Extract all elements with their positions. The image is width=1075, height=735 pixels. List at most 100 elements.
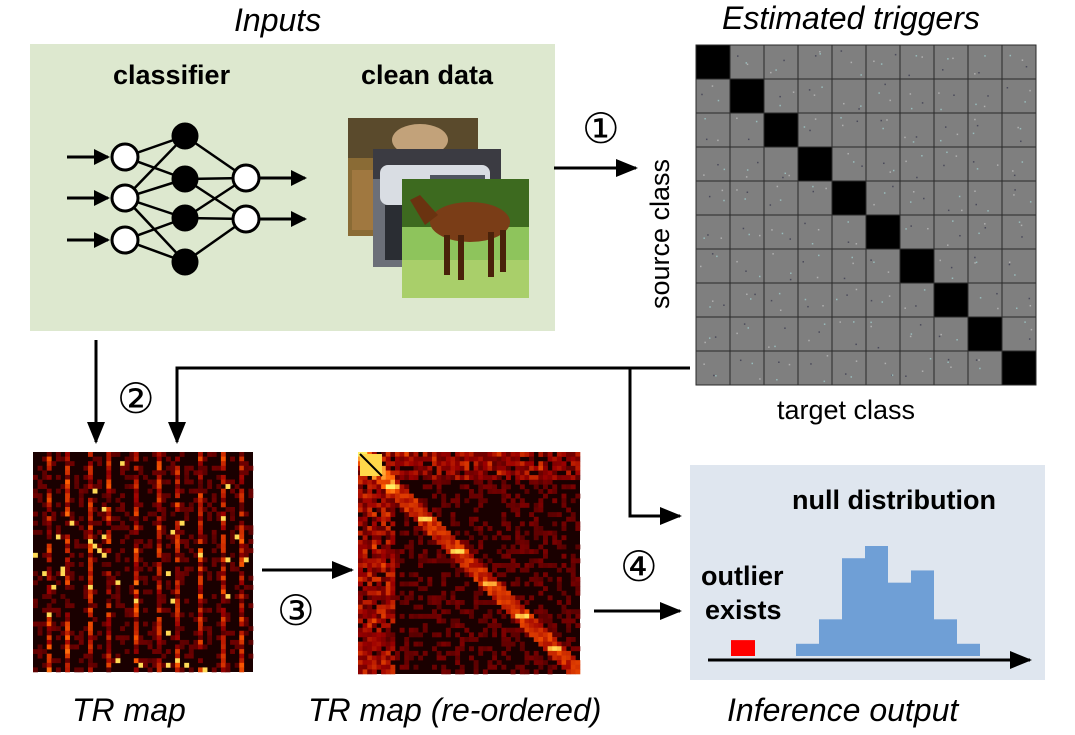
heatmap-cell — [390, 498, 396, 504]
step-3-marker: ③ — [277, 586, 315, 635]
heatmap-cell — [175, 607, 180, 613]
heatmap-cell — [543, 465, 548, 471]
heatmap-cell — [478, 646, 484, 652]
heatmap-cell — [529, 655, 535, 661]
heatmap-cell — [165, 534, 171, 540]
heatmap-cell — [464, 475, 470, 481]
heatmap-cell — [538, 655, 544, 661]
heatmap-cell — [390, 618, 396, 624]
heatmap-cell — [459, 609, 465, 615]
trigger-noise-dot — [910, 225, 912, 227]
heatmap-cell — [65, 584, 70, 590]
heatmap-cell — [478, 461, 484, 467]
heatmap-cell — [533, 632, 539, 638]
heatmap-cell — [133, 644, 139, 650]
heatmap-cell — [575, 609, 581, 615]
heatmap-cell — [422, 526, 428, 531]
heatmap-cell — [156, 594, 162, 599]
heatmap-cell — [533, 576, 539, 582]
heatmap-cell — [55, 525, 61, 531]
heatmap-cell — [198, 507, 203, 512]
trigger-noise-dot — [855, 243, 858, 245]
trigger-noise-dot — [923, 197, 925, 200]
trigger-cell — [797, 78, 833, 114]
heatmap-cell — [51, 461, 57, 467]
heatmap-cell — [552, 489, 558, 494]
heatmap-cell — [202, 470, 208, 476]
heatmap-cell — [230, 516, 235, 522]
heatmap-cell — [46, 507, 52, 512]
heatmap-cell — [450, 512, 456, 518]
heatmap-cell — [427, 516, 433, 522]
heatmap-cell — [506, 452, 511, 457]
heatmap-cell — [547, 623, 553, 629]
heatmap-cell — [496, 470, 502, 476]
heatmap-cell — [408, 613, 414, 619]
heatmap-cell — [390, 600, 396, 605]
trigger-noise-dot — [781, 232, 784, 235]
trigger-noise-dot — [782, 176, 784, 179]
heatmap-cell — [46, 557, 52, 563]
heatmap-cell — [216, 662, 222, 668]
heatmap-cell — [147, 479, 153, 485]
heatmap-cell — [65, 617, 70, 622]
heatmap-cell — [533, 507, 539, 513]
heatmap-cell — [501, 461, 507, 467]
trigger-cell — [967, 112, 1003, 148]
heatmap-cell — [450, 539, 456, 545]
trigger-noise-dot — [927, 227, 929, 230]
heatmap-cell — [492, 461, 498, 467]
heatmap-cell — [543, 627, 548, 633]
heatmap-cell — [371, 669, 377, 675]
heatmap-cell — [129, 607, 135, 613]
heatmap-cell — [371, 493, 377, 499]
trigger-noise-dot — [975, 359, 978, 361]
heatmap-cell — [436, 507, 442, 513]
heatmap-cell — [156, 516, 162, 522]
heatmap-cell — [478, 650, 484, 656]
heatmap-cell — [418, 632, 424, 638]
heatmap-cell — [129, 589, 135, 595]
heatmap-cell — [69, 552, 75, 558]
heatmap-cell — [143, 662, 148, 668]
heatmap-cell — [385, 604, 391, 610]
heatmap-cell — [220, 649, 226, 654]
heatmap-cell — [193, 617, 199, 622]
heatmap-cell — [74, 484, 80, 489]
heatmap-cell — [459, 563, 465, 568]
heatmap-cell — [367, 646, 373, 652]
trigger-noise-dot — [704, 117, 706, 120]
heatmap-cell — [234, 644, 240, 650]
heatmap-cell — [395, 650, 400, 656]
heatmap-cell — [179, 452, 185, 457]
heatmap-cell — [234, 584, 240, 590]
heatmap-cell — [510, 609, 516, 615]
heatmap-cell — [436, 465, 442, 471]
trigger-noise-dot — [852, 161, 855, 163]
heatmap-cell — [441, 452, 447, 457]
heatmap-cell — [216, 557, 222, 563]
heatmap-cell — [566, 452, 572, 457]
heatmap-cell — [408, 650, 414, 656]
trigger-cell-diagonal — [797, 146, 833, 182]
heatmap-cell — [230, 552, 235, 558]
heatmap-cell — [184, 507, 190, 512]
heatmap-cell — [198, 520, 203, 526]
heatmap-cell — [156, 575, 162, 581]
heatmap-cell — [175, 479, 180, 485]
trigger-noise-dot — [997, 307, 999, 310]
heatmap-cell — [436, 632, 442, 638]
heatmap-cell — [436, 452, 442, 457]
heatmap-cell — [487, 581, 493, 587]
heatmap-cell — [198, 470, 203, 476]
heatmap-cell — [492, 590, 498, 596]
heatmap-cell — [65, 571, 70, 577]
heatmap-cell — [55, 612, 61, 618]
trigger-cell — [899, 180, 935, 216]
heatmap-cell — [450, 558, 456, 564]
heatmap-cell — [184, 566, 190, 572]
heatmap-cell — [193, 539, 199, 544]
heatmap-cell — [97, 630, 103, 636]
heatmap-cell — [385, 461, 391, 467]
heatmap-cell — [561, 553, 567, 559]
